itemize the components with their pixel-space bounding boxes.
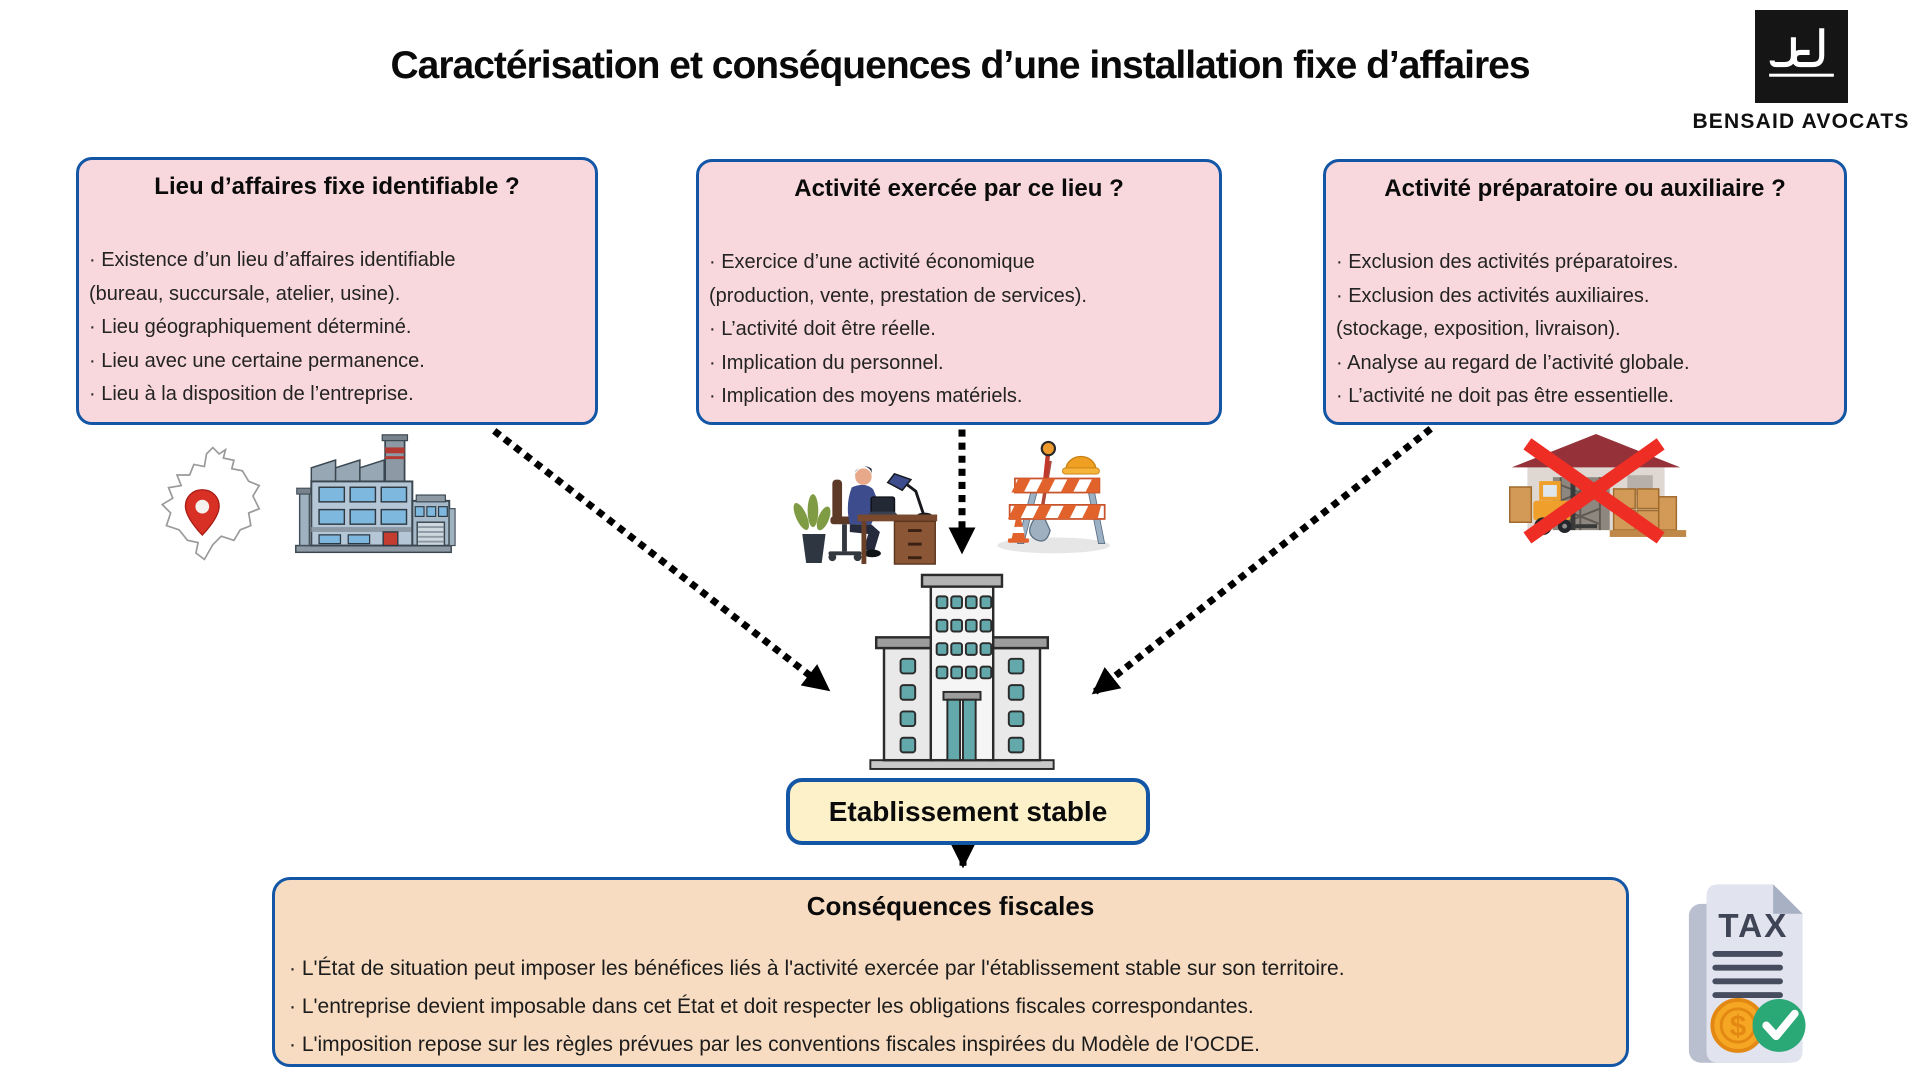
criteria-box-activite: Activité exercée par ce lieu ? · Exercic… [696, 159, 1222, 425]
factory-icon [295, 434, 456, 554]
criteria-line: · L’activité doit être réelle. [709, 318, 936, 340]
criteria-line: · Analyse au regard de l’activité global… [1336, 351, 1690, 374]
consequences-body: · L'État de situation peut imposer les b… [289, 950, 1612, 1064]
arrow-preparatoire-to-building [1091, 426, 1433, 696]
consequences-line: · L'imposition repose sur les règles pré… [289, 1033, 1260, 1056]
bensaid-logo-icon [1754, 10, 1848, 103]
warehouse-crossed-icon [1509, 434, 1687, 544]
consequences-title: Conséquences fiscales [806, 891, 1095, 921]
tax-label: TAX [1718, 908, 1788, 945]
person-desk-icon [793, 466, 938, 565]
france-map-icon [160, 446, 261, 561]
criteria-title-lieu: Lieu d’affaires fixe identifiable ? [154, 173, 520, 200]
result-box: Etablissement stable [786, 778, 1150, 845]
criteria-line: · Implication des moyens matériels. [709, 385, 1023, 407]
criteria-line: · L’activité ne doit pas être essentiell… [1336, 385, 1674, 407]
criteria-body-activite: · Exercice d’une activité économique (pr… [709, 246, 1209, 414]
consequences-box: Conséquences fiscales · L'État de situat… [272, 877, 1629, 1067]
criteria-box-preparatoire: Activité préparatoire ou auxiliaire ? · … [1323, 159, 1847, 425]
criteria-box-lieu: Lieu d’affaires fixe identifiable ? · Ex… [76, 157, 598, 425]
criteria-line: (stockage, exposition, livraison). [1336, 318, 1621, 340]
criteria-line: · Exercice d’une activité économique [709, 251, 1035, 273]
tax-document-icon: TAX $ [1688, 884, 1806, 1063]
criteria-line: · Exclusion des activités auxiliaires. [1336, 284, 1650, 307]
criteria-line: · Lieu géographiquement déterminé. [89, 316, 412, 338]
checkmark-icon [1752, 998, 1806, 1052]
stable-establishment-building-icon [869, 573, 1055, 770]
criteria-line: · Existence d’un lieu d’affaires identif… [89, 249, 456, 271]
consequences-line: · L'entreprise devient imposable dans ce… [289, 995, 1254, 1018]
criteria-body-preparatoire: · Exclusion des activités préparatoires.… [1336, 246, 1834, 414]
criteria-line: · Lieu avec une certaine permanence. [89, 349, 425, 372]
criteria-title-preparatoire: Activité préparatoire ou auxiliaire ? [1384, 175, 1786, 202]
brand-name: BENSAID AVOCATS [1692, 110, 1910, 133]
brand-logo: BENSAID AVOCATS [1682, 10, 1920, 134]
page-title: Caractérisation et conséquences d’une in… [390, 44, 1530, 87]
criteria-line: · Exclusion des activités préparatoires. [1336, 251, 1679, 273]
criteria-line: · Lieu à la disposition de l’entreprise. [89, 383, 414, 405]
arrow-lieu-to-building [492, 428, 831, 693]
criteria-title-activite: Activité exercée par ce lieu ? [794, 175, 1124, 202]
criteria-line: · Implication du personnel. [709, 351, 944, 374]
coin-symbol: $ [1730, 1010, 1746, 1043]
criteria-line: (bureau, succursale, atelier, usine). [89, 282, 401, 305]
result-label: Etablissement stable [828, 795, 1108, 827]
criteria-body-lieu: · Existence d’un lieu d’affaires identif… [89, 244, 585, 412]
red-cross-icon [1523, 438, 1665, 544]
consequences-line: · L'État de situation peut imposer les b… [289, 957, 1345, 980]
construction-barrier-icon [997, 440, 1110, 554]
criteria-line: (production, vente, prestation de servic… [709, 284, 1087, 307]
